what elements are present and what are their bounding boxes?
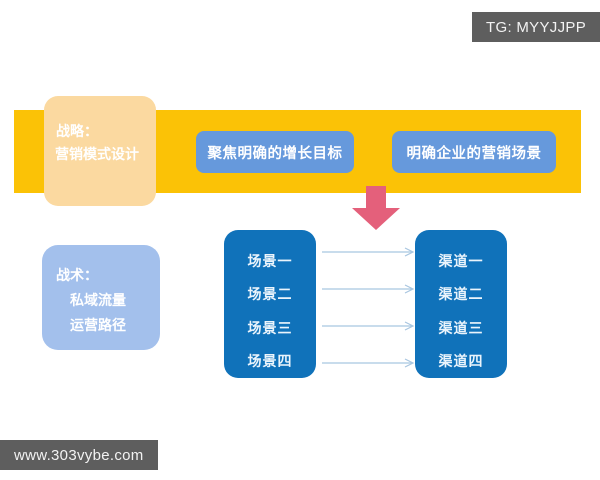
connector-arrow-2 — [322, 284, 415, 294]
connector-arrow-4 — [322, 358, 415, 368]
channel-item-1[interactable]: 渠道一 — [438, 252, 484, 269]
connector-arrow-1 — [322, 247, 415, 257]
strategy-card-line2: 营销模式设计 — [55, 146, 139, 162]
watermark-bottom: www.303vybe.com — [0, 440, 158, 470]
strategy-card: 战略： 营销模式设计 — [44, 96, 156, 206]
strategy-pill-growth-goal[interactable]: 聚焦明确的增长目标 — [196, 131, 354, 173]
connector-arrow-3 — [322, 321, 415, 331]
scene-item-2[interactable]: 场景二 — [247, 286, 293, 303]
tactics-card-line1: 战术： — [56, 267, 98, 283]
scenes-column: 场景一 场景二 场景三 场景四 — [224, 230, 316, 378]
channel-item-3[interactable]: 渠道三 — [438, 319, 484, 336]
strategy-card-line1: 战略： — [56, 123, 98, 139]
scene-item-4[interactable]: 场景四 — [247, 353, 293, 370]
tactics-card-line3: 运营路径 — [70, 317, 126, 333]
channel-item-4[interactable]: 渠道四 — [438, 353, 484, 370]
strategy-pill-marketing-scene[interactable]: 明确企业的营销场景 — [392, 131, 556, 173]
scene-item-3[interactable]: 场景三 — [247, 319, 293, 336]
channels-column: 渠道一 渠道二 渠道三 渠道四 — [415, 230, 507, 378]
tactics-card: 战术： 私域流量 运营路径 — [42, 245, 160, 350]
connector-arrows-group — [322, 247, 415, 368]
down-arrow-icon — [352, 186, 400, 230]
channel-item-2[interactable]: 渠道二 — [438, 286, 484, 303]
tactics-card-line2: 私域流量 — [70, 292, 126, 308]
scene-item-1[interactable]: 场景一 — [247, 252, 293, 269]
watermark-top: TG: MYYJJPP — [472, 12, 600, 42]
